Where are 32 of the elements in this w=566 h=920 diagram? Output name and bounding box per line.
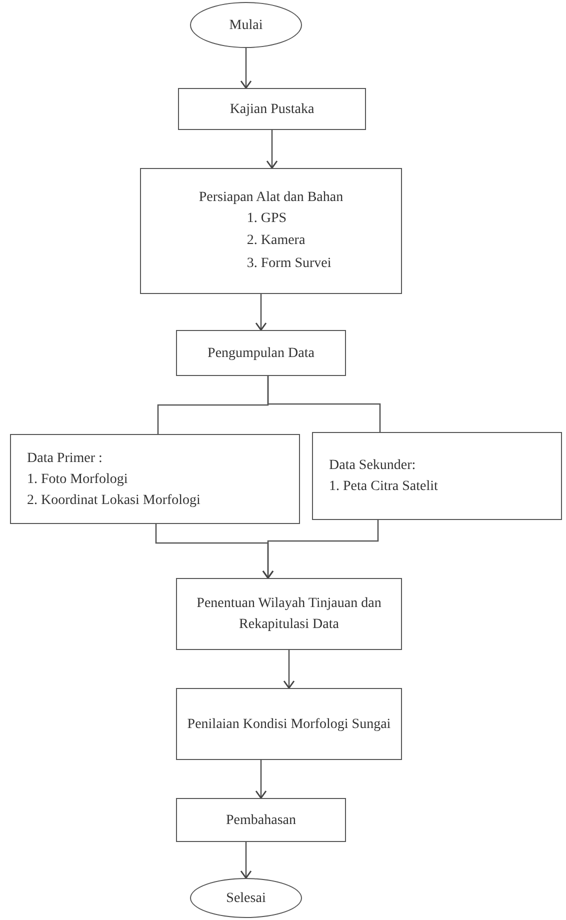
box-label: Penilaian Kondisi Morfologi Sungai — [187, 716, 391, 734]
box-label: Pengumpulan Data — [208, 344, 314, 362]
list-item: 2. Koordinat Lokasi Morfologi — [27, 492, 200, 510]
box-heading: Data Sekunder: — [329, 457, 416, 475]
box-label: Selesai — [226, 890, 266, 908]
process-box — [176, 688, 402, 760]
connector-line — [267, 376, 381, 432]
list-item: 2. Kamera — [246, 232, 306, 250]
arrow — [240, 842, 252, 879]
process-box — [178, 88, 366, 130]
process-box — [176, 330, 346, 376]
process-box — [312, 432, 562, 520]
box-label: Mulai — [229, 16, 263, 34]
arrow — [240, 48, 252, 89]
box-label: Pembahasan — [226, 812, 296, 830]
process-box — [10, 434, 300, 524]
box-label: Penentuan Wilayah Tinjauan dan Rekapitulasi Data — [196, 595, 382, 634]
arrow — [266, 130, 278, 169]
arrow — [255, 294, 267, 331]
process-box — [176, 798, 346, 842]
process-box — [176, 578, 402, 650]
arrow — [283, 650, 295, 689]
box-label: Kajian Pustaka — [230, 100, 314, 118]
arrow — [255, 760, 267, 799]
list-item: 1. Peta Citra Satelit — [329, 478, 438, 496]
box-heading: Persiapan Alat dan Bahan — [198, 188, 344, 207]
process-box — [140, 168, 402, 294]
list-item: 1. GPS — [246, 210, 288, 228]
box-heading: Data Primer : — [27, 450, 102, 468]
list-item: 1. Foto Morfologi — [27, 470, 128, 488]
arrow — [262, 520, 379, 579]
list-item: 3. Form Survei — [246, 254, 332, 273]
